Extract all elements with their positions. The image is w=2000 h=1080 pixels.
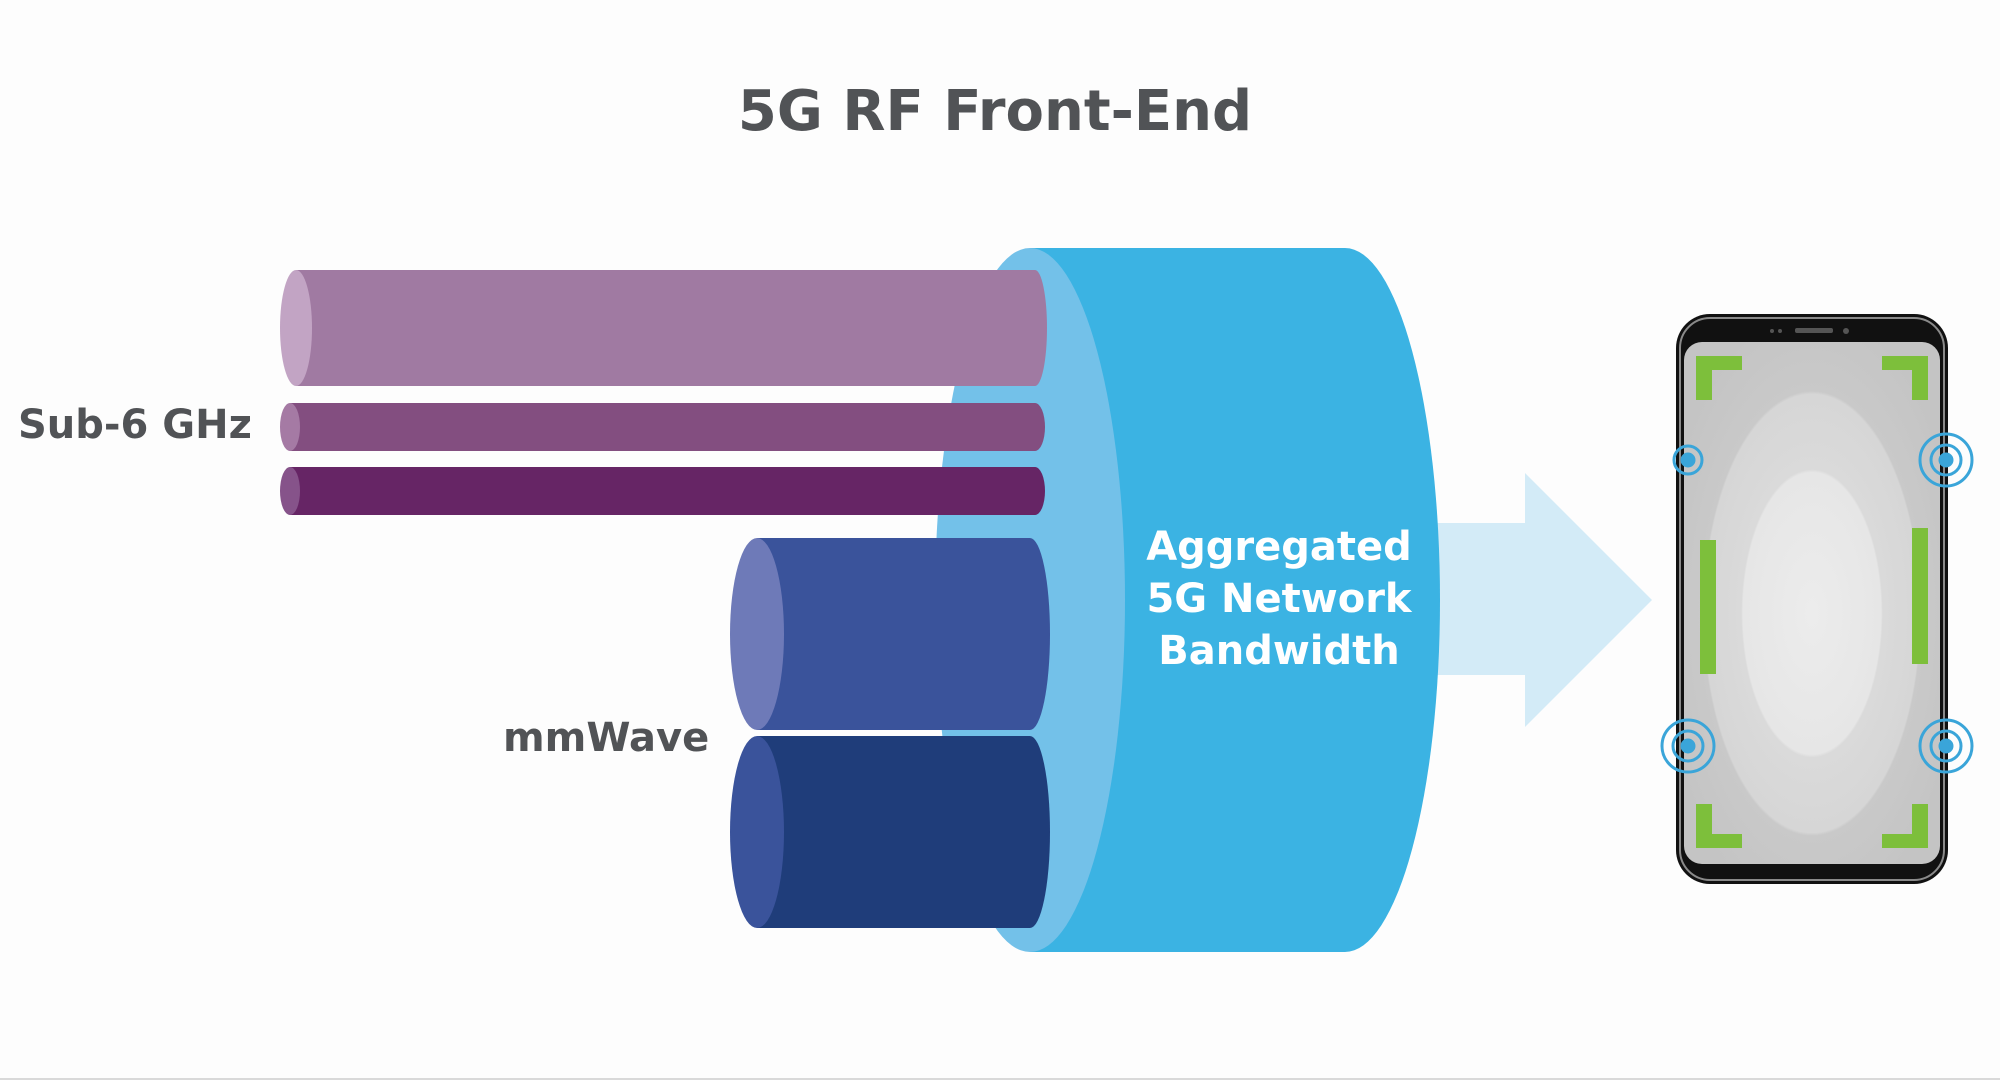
bottom-rule: [0, 1078, 2000, 1080]
phone-camera: [1843, 328, 1849, 334]
antenna-signal-icon: [1918, 718, 1974, 774]
bracket-right-bar: [1912, 528, 1928, 664]
mmwave-band-1: [730, 538, 1050, 730]
arrow-right-icon: [1400, 473, 1652, 727]
sub6-band-1: [280, 270, 1047, 386]
mmwave-band-2: [730, 736, 1050, 928]
sub6-band-2: [280, 403, 1045, 451]
smartphone-icon: [1660, 314, 1974, 884]
sub6-label: Sub-6 GHz: [18, 402, 252, 448]
bracket-top-right: [1882, 356, 1928, 400]
mmwave-label: mmWave: [503, 715, 709, 761]
diagram-title: 5G RF Front-End: [738, 79, 1252, 144]
antenna-signal-icon: [1918, 432, 1974, 488]
antenna-signal-icon: [1672, 444, 1704, 476]
aggregate-label: Aggregated 5G Network Bandwidth: [1146, 524, 1413, 674]
bracket-bottom-left: [1696, 804, 1742, 848]
sub6-band-group: [280, 270, 1047, 515]
aggregate-label-line-3: Bandwidth: [1158, 628, 1399, 674]
bracket-top-left: [1696, 356, 1742, 400]
aggregate-label-line-2: 5G Network: [1146, 576, 1412, 622]
antenna-signal-icon: [1660, 718, 1716, 774]
phone-speaker: [1795, 328, 1833, 333]
sub6-band-3: [280, 467, 1045, 515]
bracket-left-bar: [1700, 540, 1716, 674]
bracket-bottom-right: [1882, 804, 1928, 848]
screen-corner-brackets: [1696, 356, 1928, 848]
mmwave-band-group: [730, 538, 1050, 928]
aggregate-label-line-1: Aggregated: [1146, 524, 1412, 570]
